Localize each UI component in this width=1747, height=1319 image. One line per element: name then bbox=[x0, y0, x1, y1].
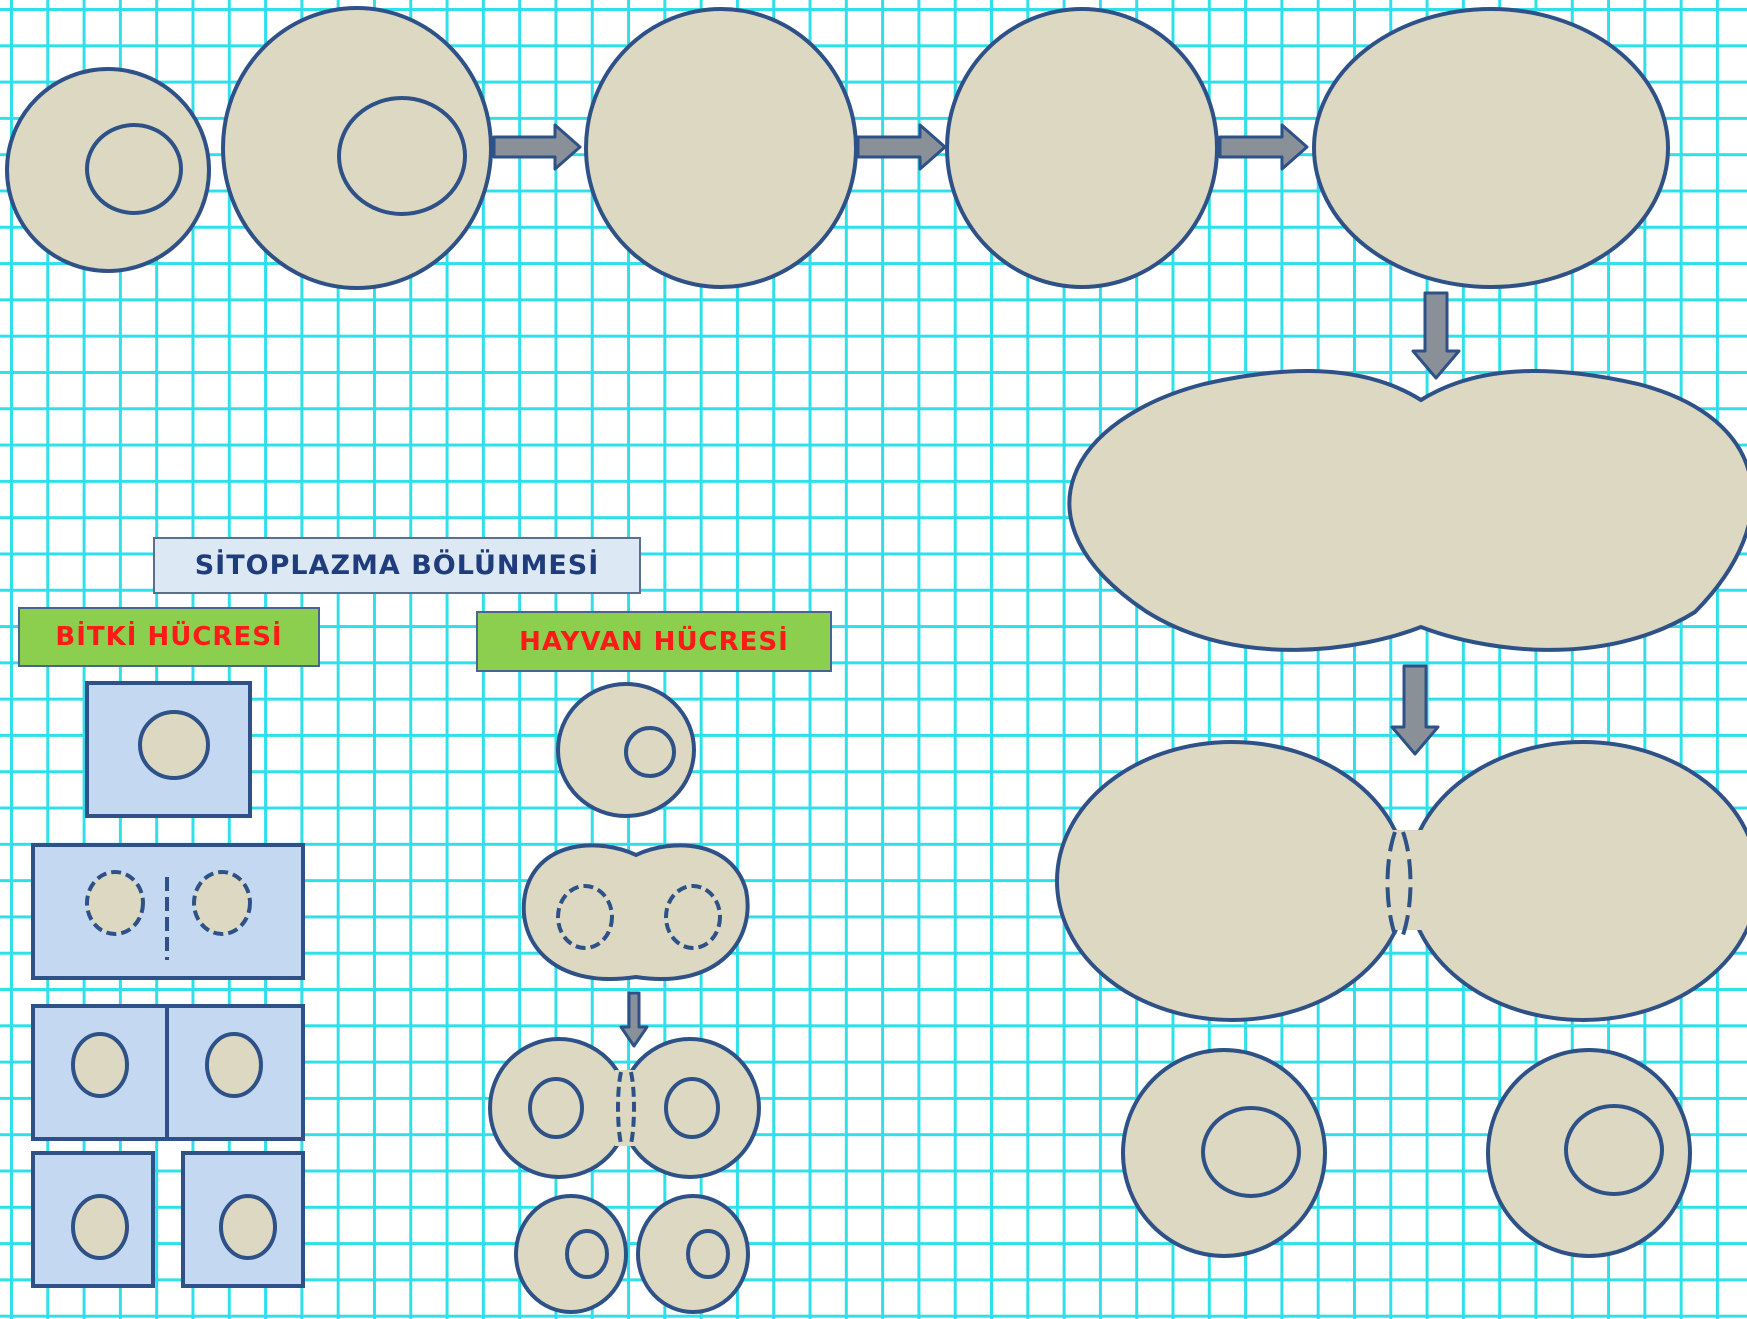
arrow-down-icon bbox=[621, 993, 647, 1046]
right-daughter-lobe bbox=[1408, 742, 1747, 1020]
left-daughter-lobe bbox=[1057, 742, 1407, 1020]
grown-cell-nucleus bbox=[339, 98, 465, 214]
animal-nucleus-dashed-left bbox=[558, 886, 612, 948]
plant-cell-nucleus bbox=[140, 712, 208, 778]
page-title: SİTOPLAZMA BÖLÜNMESİ bbox=[153, 537, 641, 594]
animal-cell-label: HAYVAN HÜCRESİ bbox=[476, 611, 832, 672]
arrow-right-icon bbox=[1220, 125, 1307, 169]
animal-cell-sequence bbox=[490, 684, 759, 1312]
plant-nucleus-right bbox=[207, 1034, 261, 1096]
daughter-cell-right-nucleus bbox=[1566, 1106, 1662, 1194]
metaphase-cell bbox=[947, 9, 1217, 287]
plant-nucleus-dashed-right bbox=[194, 872, 250, 934]
plant-cell-label: BİTKİ HÜCRESİ bbox=[18, 607, 320, 667]
plant-daughter-right-nucleus bbox=[221, 1196, 275, 1258]
animal-cell-nucleus bbox=[626, 728, 674, 776]
plant-nucleus-dashed-left bbox=[87, 872, 143, 934]
plant-nucleus-left bbox=[73, 1034, 127, 1096]
animal-daughter-left-nucleus bbox=[567, 1231, 607, 1277]
small-cell-nucleus bbox=[87, 125, 181, 213]
animal-split-nucleus-right bbox=[666, 1079, 718, 1137]
animal-daughter-right-nucleus bbox=[688, 1231, 728, 1277]
anaphase-cell bbox=[1314, 9, 1668, 287]
plant-cell-sequence bbox=[33, 683, 303, 1286]
prophase-cell bbox=[586, 9, 856, 287]
daughter-cell-left-nucleus bbox=[1203, 1108, 1299, 1196]
cytokinesis-cells bbox=[1057, 742, 1747, 1020]
animal-nucleus-dashed-right bbox=[666, 886, 720, 948]
arrow-down-icon bbox=[1392, 666, 1438, 754]
plant-daughter-left-nucleus bbox=[73, 1196, 127, 1258]
telophase-pinched-cell bbox=[1069, 371, 1747, 650]
daughter-cells bbox=[1123, 1050, 1690, 1256]
arrow-down-icon bbox=[1413, 293, 1459, 378]
growth-sequence bbox=[7, 8, 1668, 288]
arrow-right-icon bbox=[494, 125, 580, 169]
arrow-right-icon bbox=[858, 125, 945, 169]
animal-split-nucleus-left bbox=[530, 1079, 582, 1137]
